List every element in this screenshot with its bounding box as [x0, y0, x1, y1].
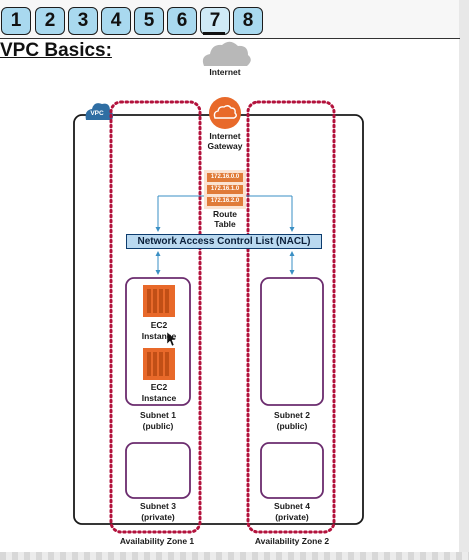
- tab-2[interactable]: 2: [35, 7, 65, 35]
- route-table-label: Table: [214, 219, 236, 229]
- subnet-3-type: (private): [141, 512, 175, 522]
- scrollbar[interactable]: [459, 0, 469, 560]
- ec2-icon: [143, 348, 175, 380]
- tab-8[interactable]: 8: [233, 7, 263, 35]
- subnet-2-type: (public): [276, 421, 308, 431]
- availability-zone-2: [246, 100, 336, 534]
- nacl-box: Network Access Control List (NACL): [126, 234, 322, 249]
- availability-zone-1: [109, 100, 202, 534]
- tab-4[interactable]: 4: [101, 7, 131, 35]
- tab-1[interactable]: 1: [1, 7, 31, 35]
- divider: [0, 38, 460, 39]
- internet-cloud-icon: [202, 41, 251, 66]
- route-table-label: Route: [212, 209, 238, 219]
- route-table-entry: 172.16.2.0: [207, 197, 243, 206]
- bottom-edge: [0, 552, 469, 560]
- tab-6[interactable]: 6: [167, 7, 197, 35]
- mouse-cursor-icon: [166, 331, 177, 347]
- vpc-tag: VPC: [90, 110, 104, 117]
- route-table-entry: 172.16.1.0: [207, 185, 243, 194]
- internet-gateway-icon: [209, 97, 241, 129]
- ec2-icon: [143, 285, 175, 317]
- tab-3[interactable]: 3: [68, 7, 98, 35]
- tab-7[interactable]: 7: [200, 7, 230, 35]
- tab-5[interactable]: 5: [134, 7, 164, 35]
- subnet-3-name: Subnet 3: [140, 501, 176, 511]
- subnet-1-name: Subnet 1: [140, 410, 176, 420]
- ec2-label: EC2: [150, 320, 168, 330]
- subnet-2: [260, 277, 324, 406]
- route-table-entry: 172.16.0.0: [207, 173, 243, 182]
- active-tab-indicator: [203, 32, 225, 35]
- subnet-4: [260, 442, 324, 499]
- gateway-label: Internet: [209, 131, 241, 141]
- ec2-label: Instance: [141, 393, 177, 403]
- ec2-label: Instance: [141, 331, 177, 341]
- internet-label: Internet: [209, 67, 241, 77]
- vpc-cloud-icon: [85, 103, 114, 120]
- subnet-4-type: (private): [275, 512, 309, 522]
- gateway-label: Gateway: [207, 141, 243, 151]
- subnet-1-type: (public): [142, 421, 174, 431]
- subnet-4-name: Subnet 4: [274, 501, 310, 511]
- ec2-label: EC2: [150, 382, 168, 392]
- availability-zone-1-label: Availability Zone 1: [119, 536, 195, 546]
- subnet-1: [125, 277, 191, 406]
- page-title: VPC Basics:: [0, 40, 112, 61]
- availability-zone-2-label: Availability Zone 2: [254, 536, 330, 546]
- subnet-2-name: Subnet 2: [274, 410, 310, 420]
- subnet-3: [125, 442, 191, 499]
